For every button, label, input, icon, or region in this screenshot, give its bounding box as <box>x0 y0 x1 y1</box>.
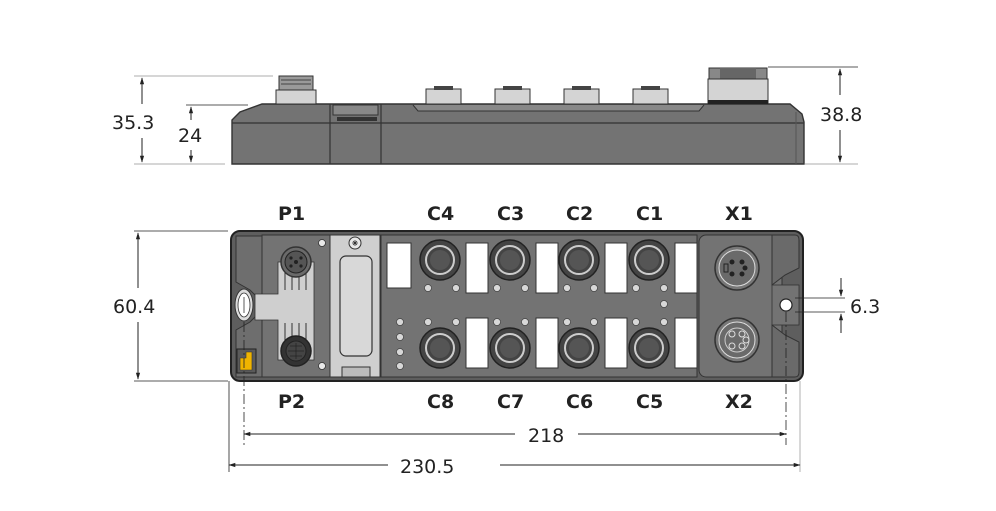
label-p1: P1 <box>278 203 305 225</box>
dim-width: 60.4 <box>113 296 155 318</box>
housing-side <box>231 103 805 165</box>
side-view: 35.3 24 38.8 <box>112 66 862 165</box>
label-c8: C8 <box>427 391 454 413</box>
c-connectors-upper <box>419 239 670 281</box>
c-connectors-lower <box>419 327 670 369</box>
label-x1: X1 <box>725 203 753 225</box>
dim-right-height: 38.8 <box>820 104 862 126</box>
dim-housing-height: 24 <box>178 125 202 147</box>
top-view: 6.3 60.4 218 230.5 P1 P2 C4 C3 C2 C1 C8 … <box>113 203 880 478</box>
x2-connector <box>714 317 760 363</box>
p1-connector-side <box>278 75 314 91</box>
label-p2: P2 <box>278 391 305 413</box>
c-connectors-side <box>425 86 669 105</box>
label-c5: C5 <box>636 391 663 413</box>
dim-hole-spacing: 218 <box>528 425 564 447</box>
clip-side <box>332 104 379 116</box>
label-c4: C4 <box>427 203 454 225</box>
label-c3: C3 <box>497 203 524 225</box>
dim-hole-diameter: 6.3 <box>850 296 880 318</box>
label-c7: C7 <box>497 391 524 413</box>
mounting-hole-right <box>779 298 793 312</box>
p1-connector <box>280 246 312 278</box>
dim-overall-length: 230.5 <box>400 456 454 478</box>
dim-total-height: 35.3 <box>112 112 154 134</box>
label-x2: X2 <box>725 391 753 413</box>
label-c1: C1 <box>636 203 663 225</box>
x1-connector <box>714 245 760 291</box>
x1-connector-side <box>707 67 769 105</box>
label-c6: C6 <box>566 391 593 413</box>
p2-connector <box>280 335 312 367</box>
label-c2: C2 <box>566 203 593 225</box>
yellow-label-icon <box>239 351 253 371</box>
